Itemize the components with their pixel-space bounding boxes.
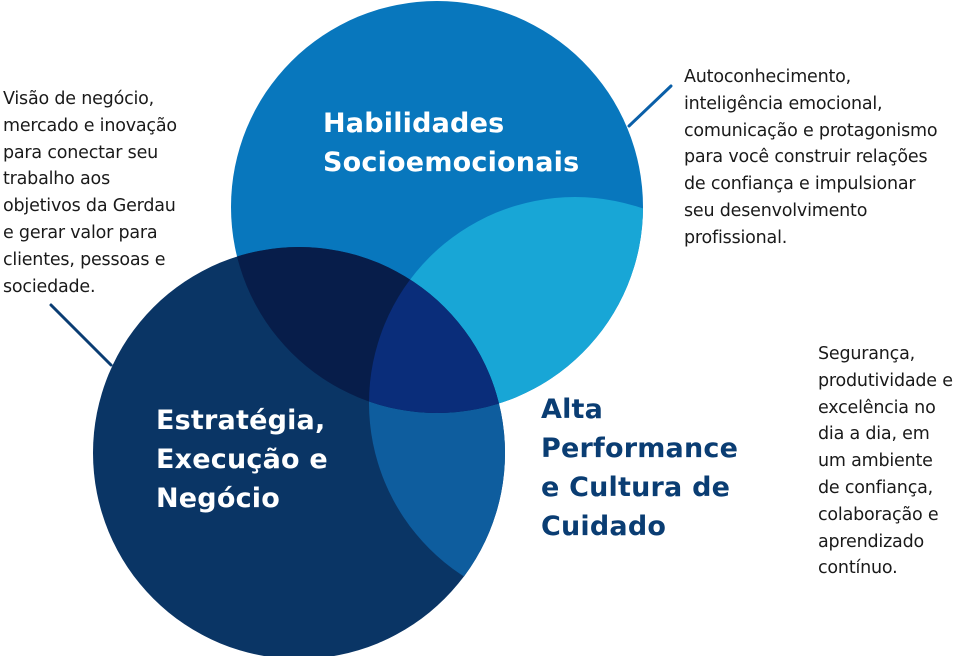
circle-title-alta-performance: Alta Performance e Cultura de Cuidado <box>541 394 739 542</box>
leader-line-right <box>627 84 673 128</box>
circle-title-estrategia: Estratégia, Execução e Negócio <box>156 405 328 514</box>
leader-line-left <box>49 303 113 367</box>
description-habilidades: Autoconhecimento, inteligência emocional… <box>684 67 938 248</box>
description-estrategia: Visão de negócio, mercado e inovação par… <box>3 89 177 297</box>
circle-title-habilidades: Habilidades Socioemocionais <box>323 108 580 178</box>
description-alta-performance: Segurança, produtividade e excelência no… <box>818 344 953 579</box>
